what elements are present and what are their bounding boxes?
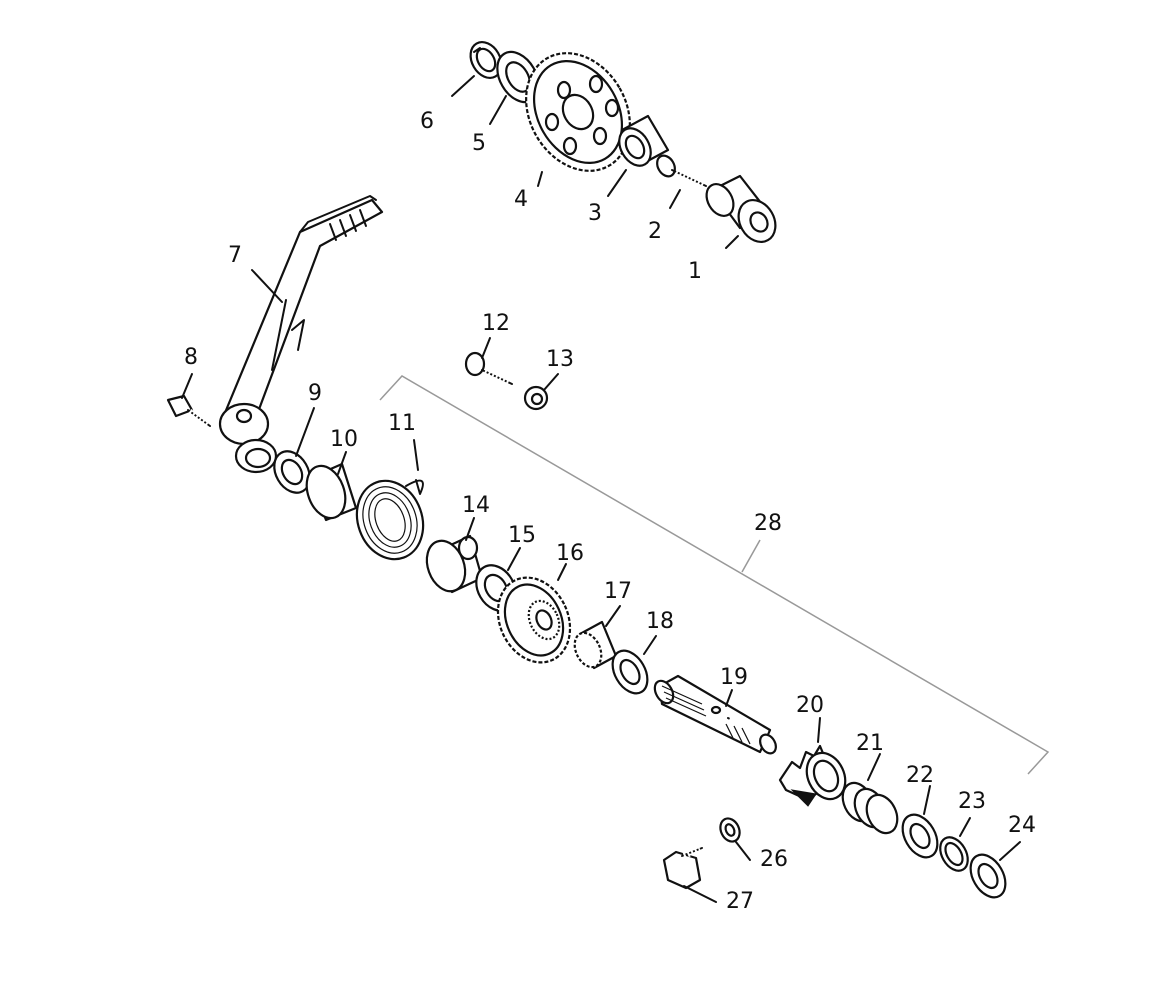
part-22-washer (901, 813, 939, 859)
part-9-washer (273, 450, 311, 494)
callout-24: 24 (1008, 813, 1036, 838)
callout-4: 4 (514, 187, 528, 212)
callout-11: 11 (388, 411, 416, 436)
callout-17: 17 (604, 579, 632, 604)
part-8-lever-bolt (166, 394, 211, 427)
callout-15: 15 (508, 523, 536, 548)
part-13-nut (523, 385, 549, 411)
callout-3: 3 (588, 201, 602, 226)
callout-6: 6 (420, 109, 434, 134)
callout-1: 1 (688, 259, 702, 284)
callout-23: 23 (958, 789, 986, 814)
callout-20: 20 (796, 693, 824, 718)
callout-7: 7 (228, 243, 242, 268)
part-27-bolt (662, 846, 703, 890)
part-16-kick-gear (496, 576, 572, 664)
assembly-28-bracket (379, 375, 1050, 775)
callout-13: 13 (546, 347, 574, 372)
part-18-washer (611, 649, 649, 695)
callout-8: 8 (184, 345, 198, 370)
callout-5: 5 (472, 131, 486, 156)
callout-9: 9 (308, 381, 322, 406)
part-26-washer (719, 817, 741, 843)
callout-16: 16 (556, 541, 584, 566)
callout-12: 12 (482, 311, 510, 336)
callout-2: 2 (648, 219, 662, 244)
part-19-kickstart-shaft (653, 674, 777, 755)
part-4-idler-gear (525, 52, 631, 172)
callout-10: 10 (330, 427, 358, 452)
part-7-kick-lever (218, 195, 384, 474)
part-21-ratchet-spring (841, 781, 899, 835)
part-12-bolt (464, 351, 513, 386)
leader-lines (181, 75, 1021, 903)
part-14-spring-guide (425, 534, 484, 594)
part-17-needle-bearing (573, 620, 618, 670)
callout-26: 26 (760, 847, 788, 872)
callout-14: 14 (462, 493, 490, 518)
callout-19: 19 (720, 665, 748, 690)
callout-18: 18 (646, 609, 674, 634)
part-6-circlip (469, 41, 503, 79)
callout-27: 27 (726, 889, 754, 914)
part-1-idler-shaft (705, 174, 777, 243)
part-20-ratchet (778, 744, 847, 807)
part-23-circlip (939, 836, 969, 872)
callout-22: 22 (906, 763, 934, 788)
part-11-kick-spring (355, 479, 425, 561)
part-10-bushing (305, 462, 358, 522)
callout-21: 21 (856, 731, 884, 756)
part-3-needle-bearing (618, 114, 670, 167)
callout-28: 28 (754, 511, 782, 536)
part-24-washer (969, 853, 1007, 899)
part-2-bolt (656, 154, 707, 189)
